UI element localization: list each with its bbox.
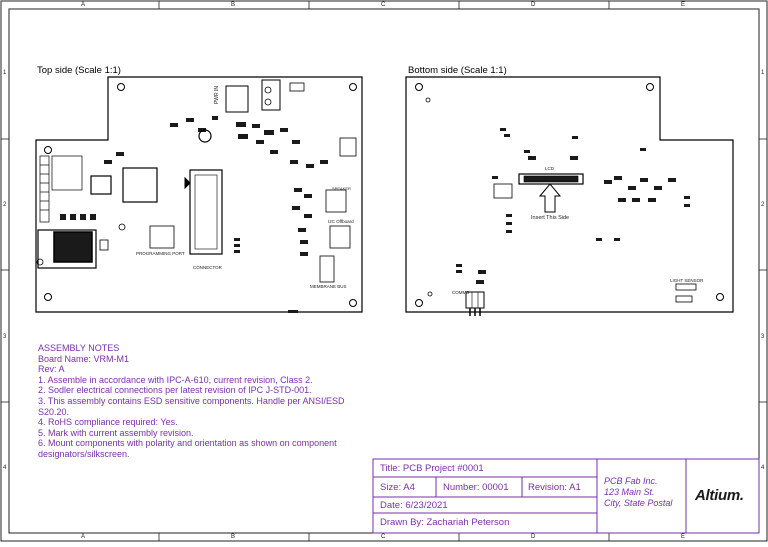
lcd-connector [518, 173, 584, 185]
component-round [198, 129, 212, 143]
note-item: 3. This assembly contains ESD sensitive … [38, 395, 345, 417]
zone-row-1: 1 [3, 70, 7, 76]
notes-heading: ASSEMBLY NOTES [38, 343, 120, 353]
note-item: 6. Mount components with polarity and or… [38, 438, 337, 459]
company-street: 123 Main St. [604, 487, 655, 497]
component-cluster-top [60, 116, 328, 313]
label-pwr-in: PWR IN [214, 85, 221, 105]
zone-row-1-right: 1 [761, 70, 765, 76]
title-block-size: Size: A4 [380, 482, 415, 493]
title-block-drawn-by: Drawn By: Zachariah Peterson [380, 517, 510, 528]
label-programming-port: PROGRAMMING PORT [136, 251, 185, 256]
assembly-notes: ASSEMBLY NOTES Board Name: VRM-M1 Rev: A… [38, 343, 358, 460]
programming-port [149, 225, 175, 249]
mcu-chip [122, 167, 158, 203]
zone-col-e: E [681, 2, 686, 8]
zone-row-4-right: 4 [761, 465, 765, 471]
zone-col-c: C [381, 2, 386, 8]
label-light-sensor: LIGHT SENSOR [670, 278, 704, 283]
note-item: 5. Mark with current assembly revision. [38, 427, 194, 438]
component-cluster-bottom [456, 128, 690, 284]
bottom-side-board [405, 76, 734, 316]
zone-col-d-bottom: D [531, 534, 536, 540]
power-jack [225, 85, 249, 113]
notes-board-name: Board Name: VRM-M1 [38, 353, 130, 364]
label-lcd: LCD [545, 166, 555, 171]
title-block-revision: Revision: A1 [528, 482, 581, 493]
mounting-holes-bottom [415, 83, 724, 307]
header-left [39, 155, 83, 223]
label-i2c-offboard: I2C Offboard [328, 219, 354, 224]
zone-row-3: 3 [3, 334, 7, 340]
zone-row-3-right: 3 [761, 334, 765, 340]
label-comms: COMMS [452, 290, 470, 295]
zone-col-d: D [531, 2, 536, 8]
top-side-title: Top side (Scale 1:1) [37, 65, 121, 76]
company-city: City, State Postal [604, 498, 673, 508]
top-side-board [35, 76, 363, 313]
title-block [372, 458, 760, 534]
zone-col-c-bottom: C [381, 534, 386, 540]
membrane-bus [319, 255, 335, 283]
altium-logo: Altium. [695, 487, 744, 504]
light-sensor [675, 283, 697, 291]
title-block-number: Number: 00001 [443, 482, 509, 493]
note-item: 1. Assemble in accordance with IPC-A-610… [38, 374, 313, 385]
zone-col-b: B [231, 2, 236, 8]
mounting-holes [44, 83, 357, 307]
notes-rev: Rev: A [38, 364, 65, 375]
rf-module [37, 229, 97, 269]
label-connector: CONNECTOR [193, 265, 222, 270]
note-item: 4. RoHS compliance required: Yes. [38, 417, 178, 428]
bottom-side-title: Bottom side (Scale 1:1) [408, 65, 507, 76]
zone-col-b-bottom: B [231, 534, 236, 540]
label-membrane-bus: MEMBRANE BUS [310, 284, 347, 289]
zone-row-2: 2 [3, 202, 7, 208]
company-name: PCB Fab Inc. [604, 476, 658, 486]
top-board-outline [35, 76, 363, 313]
zone-col-a-bottom: A [81, 534, 86, 540]
label-speaker: SPEAKER [332, 186, 351, 191]
note-item: 2. Sodler electrical connections per lat… [38, 385, 312, 396]
zone-row-2-right: 2 [761, 202, 765, 208]
insert-arrow [538, 183, 562, 213]
main-connector [189, 169, 223, 255]
company-address: PCB Fab Inc. 123 Main St. City, State Po… [604, 476, 672, 509]
zone-col-e-bottom: E [681, 534, 686, 540]
speaker-connector [339, 137, 357, 157]
i2c-connector [329, 225, 351, 249]
title-block-date: Date: 6/23/2021 [380, 500, 448, 511]
label-insert-this-side: Insert This Side [531, 215, 570, 221]
title-block-title: Title: PCB Project #0001 [380, 463, 484, 474]
zone-row-4: 4 [3, 465, 7, 471]
chip-2 [90, 175, 112, 195]
zone-col-a: A [81, 2, 86, 8]
bottom-board-outline [405, 76, 734, 313]
